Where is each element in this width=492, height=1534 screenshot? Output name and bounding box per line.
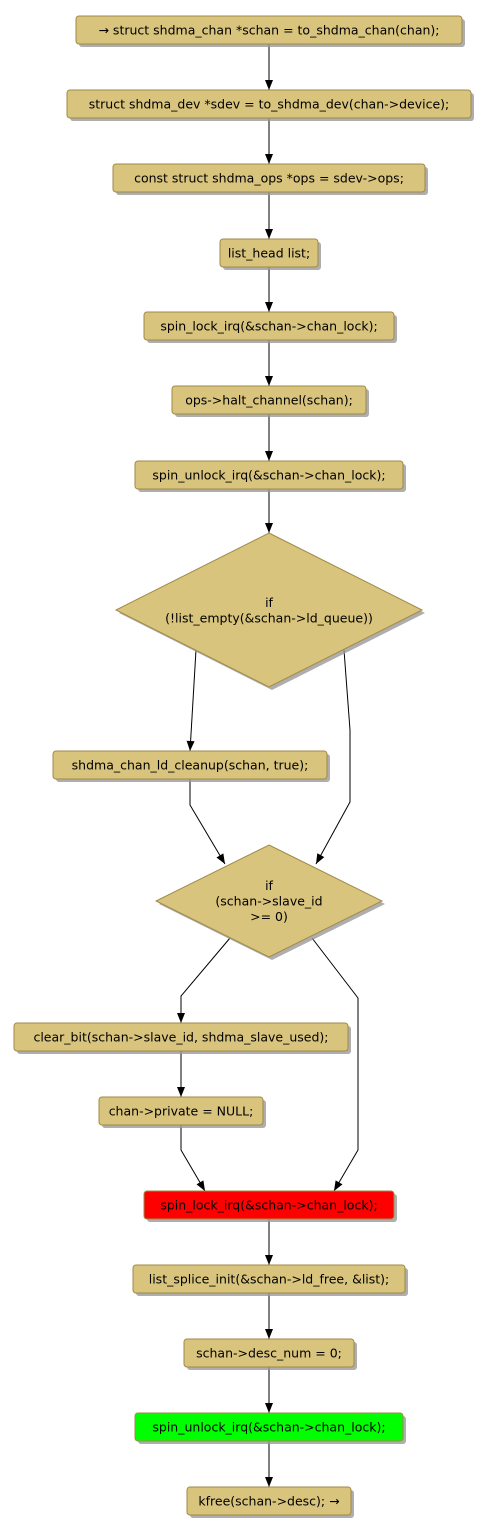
- statement-node-n10: chan->private = NULL;: [98, 1096, 266, 1128]
- edge-n13-n14: [265, 1367, 273, 1413]
- node-label: chan->private = NULL;: [109, 1104, 254, 1119]
- statement-node-n9: clear_bit(schan->slave_id, shdma_slave_u…: [13, 1022, 351, 1054]
- statement-node-n11: spin_lock_irq(&schan->chan_lock);: [143, 1190, 397, 1222]
- edge-n2-n3: [265, 118, 273, 164]
- arrowhead: [316, 853, 325, 864]
- edge-d2-n9: [177, 937, 231, 1023]
- edge-d1-n8: [186, 649, 197, 752]
- edge-d2-n11: [311, 937, 359, 1192]
- node-label: spin_lock_irq(&schan->chan_lock);: [160, 1198, 377, 1213]
- node-label: schan->desc_num = 0;: [196, 1346, 342, 1361]
- node-diamond: [154, 844, 384, 958]
- node-box: [143, 1190, 395, 1220]
- statement-node-n6: ops->halt_channel(schan);: [171, 385, 369, 417]
- statement-node-n5: spin_lock_irq(&schan->chan_lock);: [143, 311, 397, 343]
- node-box: [13, 1022, 349, 1052]
- node-diamond: [114, 532, 424, 688]
- statement-node-n13: schan->desc_num = 0;: [183, 1338, 357, 1370]
- node-box: [134, 1412, 404, 1442]
- node-box: [219, 238, 319, 268]
- edge-n11-n12: [265, 1219, 273, 1265]
- node-box: [143, 311, 395, 341]
- edges-layer: [177, 44, 359, 1487]
- arrowhead: [265, 1477, 273, 1487]
- node-label: ops->halt_channel(schan);: [185, 393, 353, 408]
- arrowhead: [265, 451, 273, 461]
- node-label: const struct shdma_ops *ops = sdev->ops;: [134, 171, 404, 186]
- statement-node-n15: kfree(schan->desc); →: [186, 1486, 354, 1518]
- decision-node-d2: if(schan->slave_id>= 0): [154, 844, 385, 960]
- statement-node-n7: spin_unlock_irq(&schan->chan_lock);: [134, 460, 406, 492]
- node-label-line: >= 0): [250, 909, 288, 924]
- node-box: [134, 460, 404, 490]
- statement-node-n14: spin_unlock_irq(&schan->chan_lock);: [134, 1412, 406, 1444]
- arrowhead: [216, 853, 225, 864]
- arrowhead: [265, 154, 273, 164]
- edge-d1-d2: [315, 649, 351, 865]
- arrowhead: [177, 1013, 185, 1023]
- node-label: → struct shdma_chan *schan = to_shdma_ch…: [98, 23, 439, 38]
- arrowhead: [265, 1403, 273, 1413]
- statement-node-n3: const struct shdma_ops *ops = sdev->ops;: [112, 163, 428, 195]
- edge-n7-d1: [265, 489, 273, 533]
- node-label: clear_bit(schan->slave_id, shdma_slave_u…: [33, 1030, 328, 1045]
- arrowhead: [265, 80, 273, 90]
- node-label: shdma_chan_ld_cleanup(schan, true);: [72, 758, 309, 773]
- arrowhead: [265, 376, 273, 386]
- node-box: [183, 1338, 355, 1368]
- arrowhead: [196, 1180, 205, 1191]
- node-label: list_splice_init(&schan->ld_free, &list)…: [149, 1272, 390, 1287]
- node-label: spin_unlock_irq(&schan->chan_lock);: [152, 468, 385, 483]
- edge-n14-n15: [265, 1441, 273, 1487]
- nodes-layer: → struct shdma_chan *schan = to_shdma_ch…: [13, 15, 474, 1518]
- statement-node-n12: list_splice_init(&schan->ld_free, &list)…: [132, 1264, 408, 1296]
- edge-n5-n6: [265, 340, 273, 386]
- arrowhead: [186, 740, 195, 751]
- arrowhead: [177, 1087, 185, 1097]
- edge-n9-n10: [177, 1051, 185, 1097]
- node-box: [98, 1096, 264, 1126]
- edge-n10-n11: [180, 1125, 206, 1192]
- arrowhead: [265, 302, 273, 312]
- node-label: kfree(schan->desc); →: [198, 1494, 339, 1509]
- arrowhead: [265, 229, 273, 239]
- node-label: spin_lock_irq(&schan->chan_lock);: [160, 319, 377, 334]
- arrowhead: [265, 1329, 273, 1339]
- node-label-line: (!list_empty(&schan->ld_queue)): [165, 610, 373, 625]
- statement-node-n2: struct shdma_dev *sdev = to_shdma_dev(ch…: [66, 89, 474, 121]
- arrowhead: [334, 1180, 343, 1191]
- node-label: list_head list;: [228, 246, 310, 261]
- edge-n8-d2: [189, 779, 226, 865]
- node-box: [75, 15, 463, 45]
- node-label-line: if: [265, 595, 273, 610]
- statement-node-n4: list_head list;: [219, 238, 321, 270]
- edge-line: [180, 937, 231, 1023]
- edge-n1-n2: [265, 44, 273, 90]
- node-box: [186, 1486, 352, 1516]
- edge-n3-n4: [265, 192, 273, 239]
- statement-node-n1: → struct shdma_chan *schan = to_shdma_ch…: [75, 15, 465, 47]
- node-box: [171, 385, 367, 415]
- arrowhead: [265, 523, 273, 533]
- edge-line: [315, 649, 351, 865]
- node-box: [112, 163, 426, 193]
- edge-line: [180, 1125, 206, 1192]
- edge-line: [189, 779, 226, 865]
- decision-node-d1: if(!list_empty(&schan->ld_queue)): [114, 532, 425, 690]
- statement-node-n8: shdma_chan_ld_cleanup(schan, true);: [52, 750, 330, 782]
- node-label: spin_unlock_irq(&schan->chan_lock);: [152, 1420, 385, 1435]
- node-label-line: (schan->slave_id: [215, 894, 322, 909]
- node-label: struct shdma_dev *sdev = to_shdma_dev(ch…: [89, 97, 450, 112]
- node-box: [66, 89, 472, 119]
- edge-line: [189, 649, 197, 752]
- edge-n6-n7: [265, 414, 273, 461]
- node-label-line: if: [265, 878, 273, 893]
- edge-n4-n5: [265, 267, 273, 312]
- arrowhead: [265, 1255, 273, 1265]
- edge-n12-n13: [265, 1293, 273, 1339]
- node-box: [52, 750, 328, 780]
- edge-line: [311, 937, 359, 1192]
- node-box: [132, 1264, 406, 1294]
